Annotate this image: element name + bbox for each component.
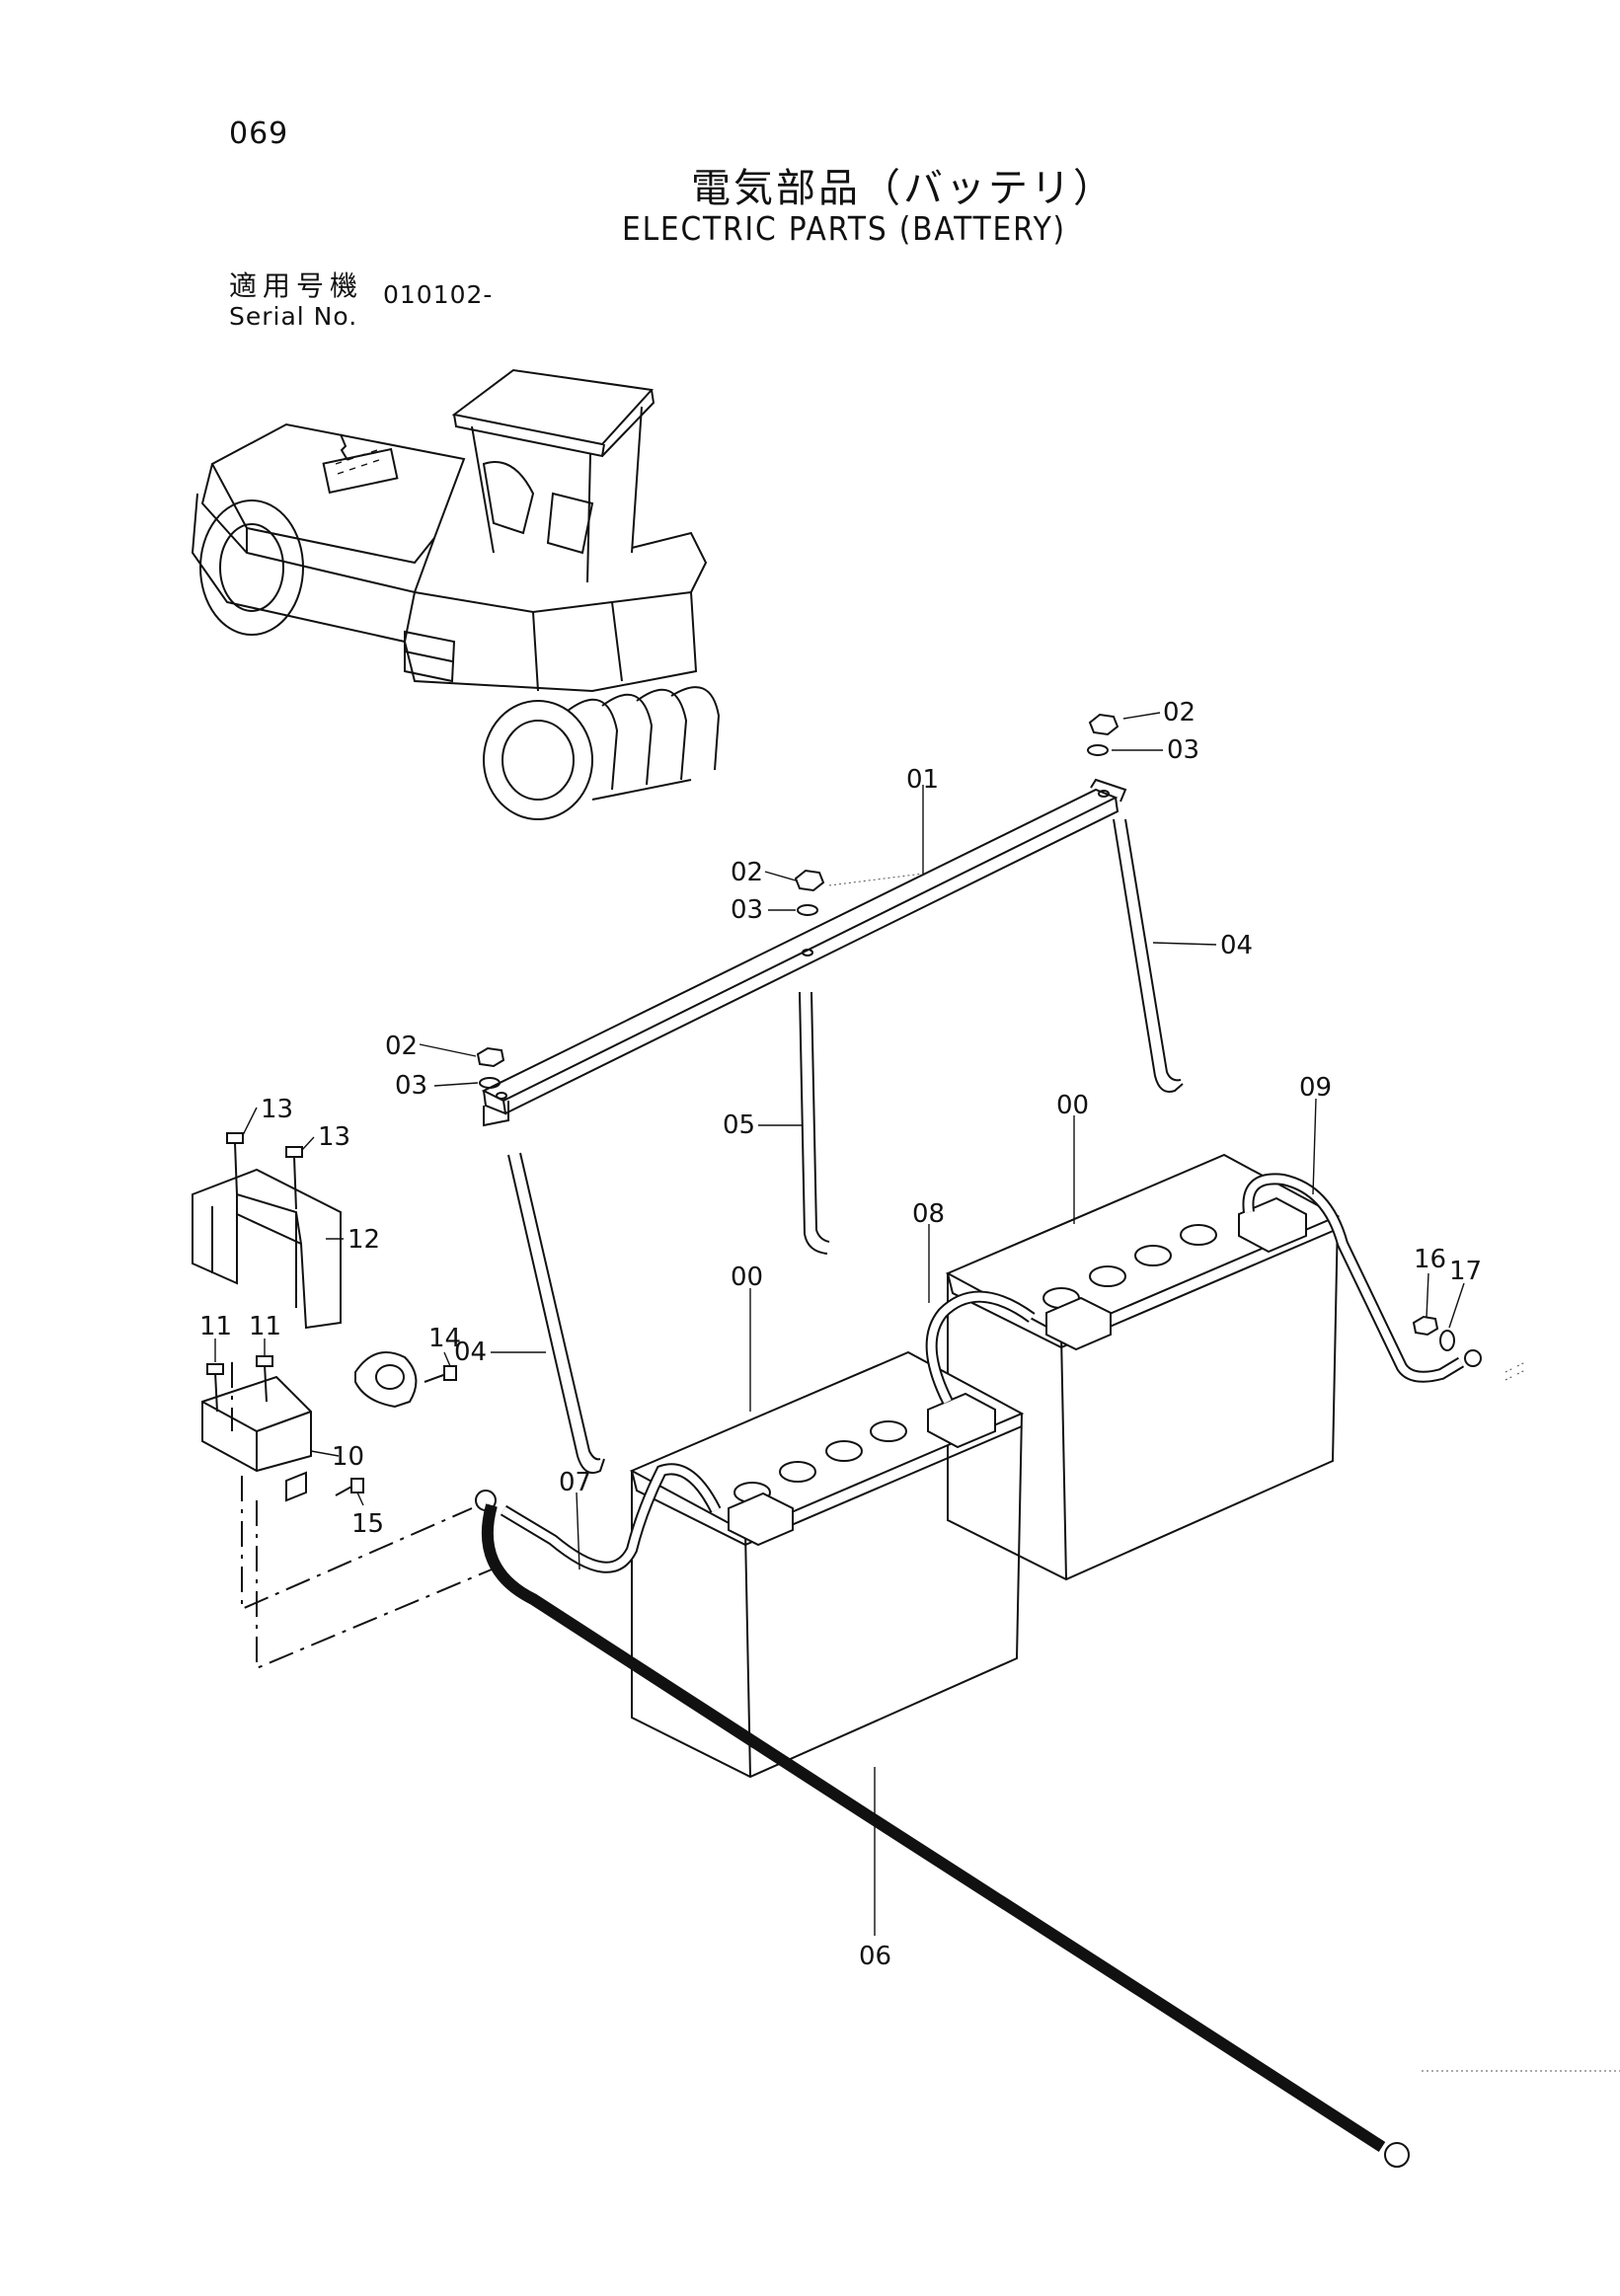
callout-10: 10: [332, 1442, 364, 1472]
callout-13-lower: 13: [318, 1122, 350, 1152]
callout-00-left: 00: [731, 1263, 763, 1292]
title-english: ELECTRIC PARTS (BATTERY): [622, 209, 1066, 248]
cable-08-link: [925, 1290, 1036, 1405]
machine-overview-illustration: [191, 368, 721, 820]
callout-01: 01: [906, 765, 939, 795]
nut-washer-left: [476, 1046, 505, 1089]
hook-bolt-04-right: [1113, 818, 1184, 1093]
serial-label-english: Serial No.: [229, 302, 358, 331]
page-number: 069: [229, 116, 289, 151]
callout-07: 07: [559, 1468, 591, 1497]
ref-ground-point: [1504, 1361, 1526, 1381]
callout-03-left: 03: [395, 1071, 427, 1101]
bolts-11: [206, 1355, 273, 1413]
leader-lines: [214, 712, 1465, 1936]
callout-03-middle: 03: [731, 895, 763, 925]
nut-washer-16-17: [1412, 1315, 1455, 1351]
title-japanese: 電気部品（バッテリ）: [691, 166, 1116, 211]
callout-02-left: 02: [385, 1032, 418, 1061]
callout-11-right: 11: [249, 1312, 281, 1341]
callout-15: 15: [351, 1509, 384, 1539]
nut-washer-middle: [794, 869, 825, 916]
phantom-line-upper: [241, 1476, 473, 1611]
callout-03-top: 03: [1167, 735, 1199, 765]
cable-07-short: [500, 1463, 722, 1573]
hook-bolt-04-left: [507, 1152, 605, 1475]
serial-number-value: 010102-: [383, 280, 494, 309]
battery-right: [945, 1153, 1341, 1581]
callout-09: 09: [1299, 1073, 1332, 1103]
phantom-line-lower: [256, 1500, 493, 1670]
callout-08: 08: [912, 1199, 945, 1229]
callout-11-left: 11: [199, 1312, 232, 1341]
nut-washer-top-right: [1087, 713, 1119, 756]
bolts-13: [226, 1132, 303, 1210]
ref-line-bar: [828, 873, 924, 886]
callout-06: 06: [859, 1942, 891, 1971]
callout-13-upper: 13: [261, 1095, 293, 1124]
callout-14: 14: [428, 1324, 461, 1353]
bracket-10: [201, 1375, 312, 1502]
cable-09-ground: [1242, 1173, 1482, 1383]
clamp-14: [354, 1351, 457, 1409]
cable-06-long: [475, 1490, 1410, 2168]
cover-12: [192, 1168, 342, 1330]
callout-02-middle: 02: [731, 858, 763, 887]
callout-02-top: 02: [1163, 698, 1196, 727]
callout-16: 16: [1414, 1245, 1446, 1274]
callout-05: 05: [723, 1110, 755, 1140]
bolt-15: [335, 1478, 364, 1496]
battery-left: [629, 1350, 1025, 1779]
callout-00-right: 00: [1056, 1091, 1089, 1120]
callout-12: 12: [347, 1225, 380, 1255]
serial-label-japanese: 適用号機: [229, 269, 364, 302]
hook-bolt-05-center: [799, 991, 830, 1255]
callout-17: 17: [1449, 1257, 1482, 1286]
callout-04-left: 04: [454, 1338, 487, 1367]
battery-left-caps: [733, 1420, 907, 1503]
hold-down-bar-01: [481, 778, 1127, 1127]
callout-labels: 01 02 03 02 03 02 03 04 04 05 00 00 06 0…: [199, 698, 1482, 1971]
callout-04-right: 04: [1220, 931, 1253, 960]
